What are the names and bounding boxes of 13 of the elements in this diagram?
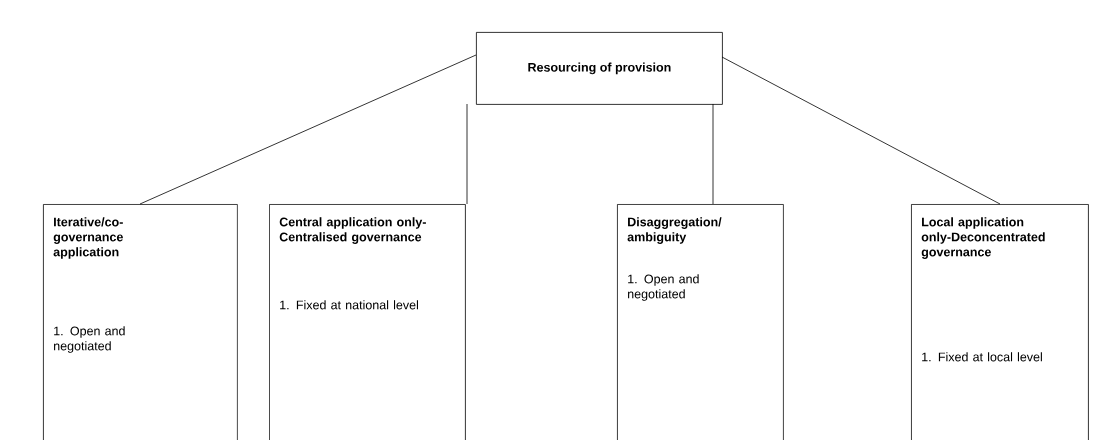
- box-heading: Central application only-Centralised governance: [279, 217, 426, 244]
- connector-line: [139, 54, 477, 205]
- box-body: 1. Fixed at national level: [280, 300, 418, 310]
- connector-line: [466, 103, 468, 205]
- box-heading: Local application only-Deconcentrated governance: [921, 217, 1045, 259]
- box-heading: Iterative/co-governance application: [53, 217, 123, 259]
- box-body: 1. Open and negotiated: [54, 326, 125, 353]
- box-body: 1. Open and negotiated: [628, 274, 699, 301]
- title-box: Resourcing of provision: [476, 32, 723, 105]
- box-heading: Disaggregation/ ambiguity: [627, 217, 722, 244]
- connector-line: [712, 103, 714, 205]
- connector-line: [721, 56, 1001, 205]
- box-body: 1. Fixed at local level: [922, 352, 1042, 362]
